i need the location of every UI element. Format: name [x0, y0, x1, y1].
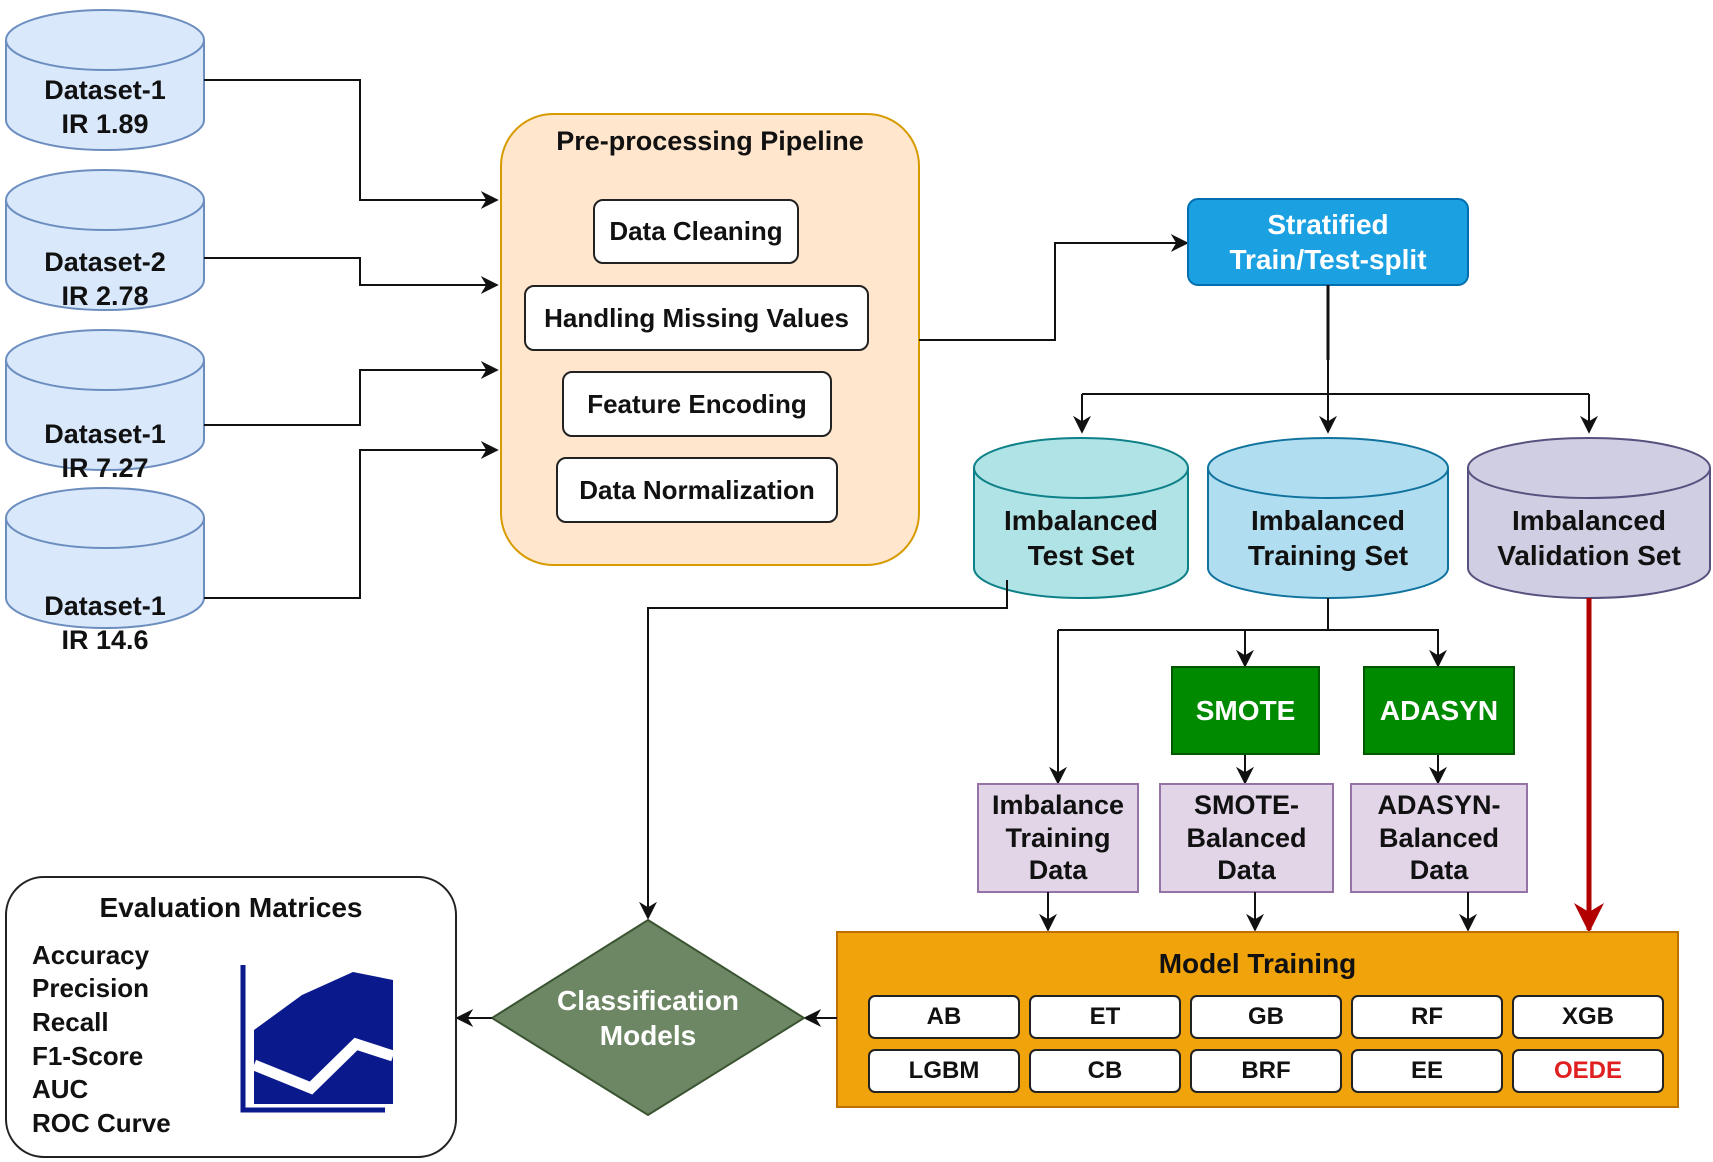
adasyn-data-box: [1350, 783, 1528, 893]
model-xgb: XGB: [1512, 995, 1664, 1039]
smote-data-box: [1159, 783, 1334, 893]
area-chart-icon: [240, 965, 395, 1113]
dataset-4-cylinder: [5, 487, 205, 629]
imbalance-data-box: [977, 783, 1139, 893]
model-ab: AB: [868, 995, 1020, 1039]
split-connectors: [1073, 285, 1598, 434]
validation-set-cylinder: [1467, 437, 1711, 599]
model-et: ET: [1029, 995, 1181, 1039]
test-set-cylinder: [973, 437, 1189, 599]
step-handling-missing-values: Handling Missing Values: [524, 285, 869, 351]
model-lgbm: LGBM: [868, 1049, 1020, 1093]
metric-precision: Precision: [32, 973, 150, 1003]
model-oede: OEDE: [1512, 1049, 1664, 1093]
smote-box: [1171, 666, 1320, 755]
metric-auc: AUC: [32, 1074, 89, 1104]
metric-f1-score: F1-Score: [32, 1041, 144, 1071]
model-rf: RF: [1351, 995, 1503, 1039]
dataset-1-cylinder: [5, 9, 205, 151]
step-feature-encoding: Feature Encoding: [562, 371, 832, 437]
metric-roc-curve: ROC Curve: [32, 1108, 171, 1138]
training-connectors: [1049, 598, 1447, 785]
data-to-training-connectors: [1039, 892, 1477, 932]
dataset-3-cylinder: [5, 329, 205, 471]
model-gb: GB: [1190, 995, 1342, 1039]
smote-label: SMOTE: [1195, 695, 1296, 726]
classification-diamond: [490, 918, 806, 1117]
step-data-cleaning: Data Cleaning: [593, 199, 799, 264]
model-cb: CB: [1029, 1049, 1181, 1093]
adasyn-label: ADASYN: [1379, 695, 1499, 726]
test-to-classification-connector: [639, 580, 1008, 920]
model-brf: BRF: [1190, 1049, 1342, 1093]
metric-recall: Recall: [32, 1007, 109, 1037]
model-training-title: Model Training: [1158, 948, 1357, 979]
model-ee: EE: [1351, 1049, 1503, 1093]
metric-accuracy: Accuracy: [32, 940, 150, 970]
pipeline-to-split-connector: [919, 234, 1189, 341]
evaluation-title: Evaluation Matrices: [99, 892, 363, 923]
training-set-cylinder: [1207, 437, 1449, 599]
step-data-normalization: Data Normalization: [556, 457, 838, 523]
pipeline-title: Pre-processing Pipeline: [556, 126, 864, 156]
dataset-connectors: [204, 79, 499, 599]
dataset-2-cylinder: [5, 169, 205, 311]
adasyn-box: [1363, 666, 1515, 755]
